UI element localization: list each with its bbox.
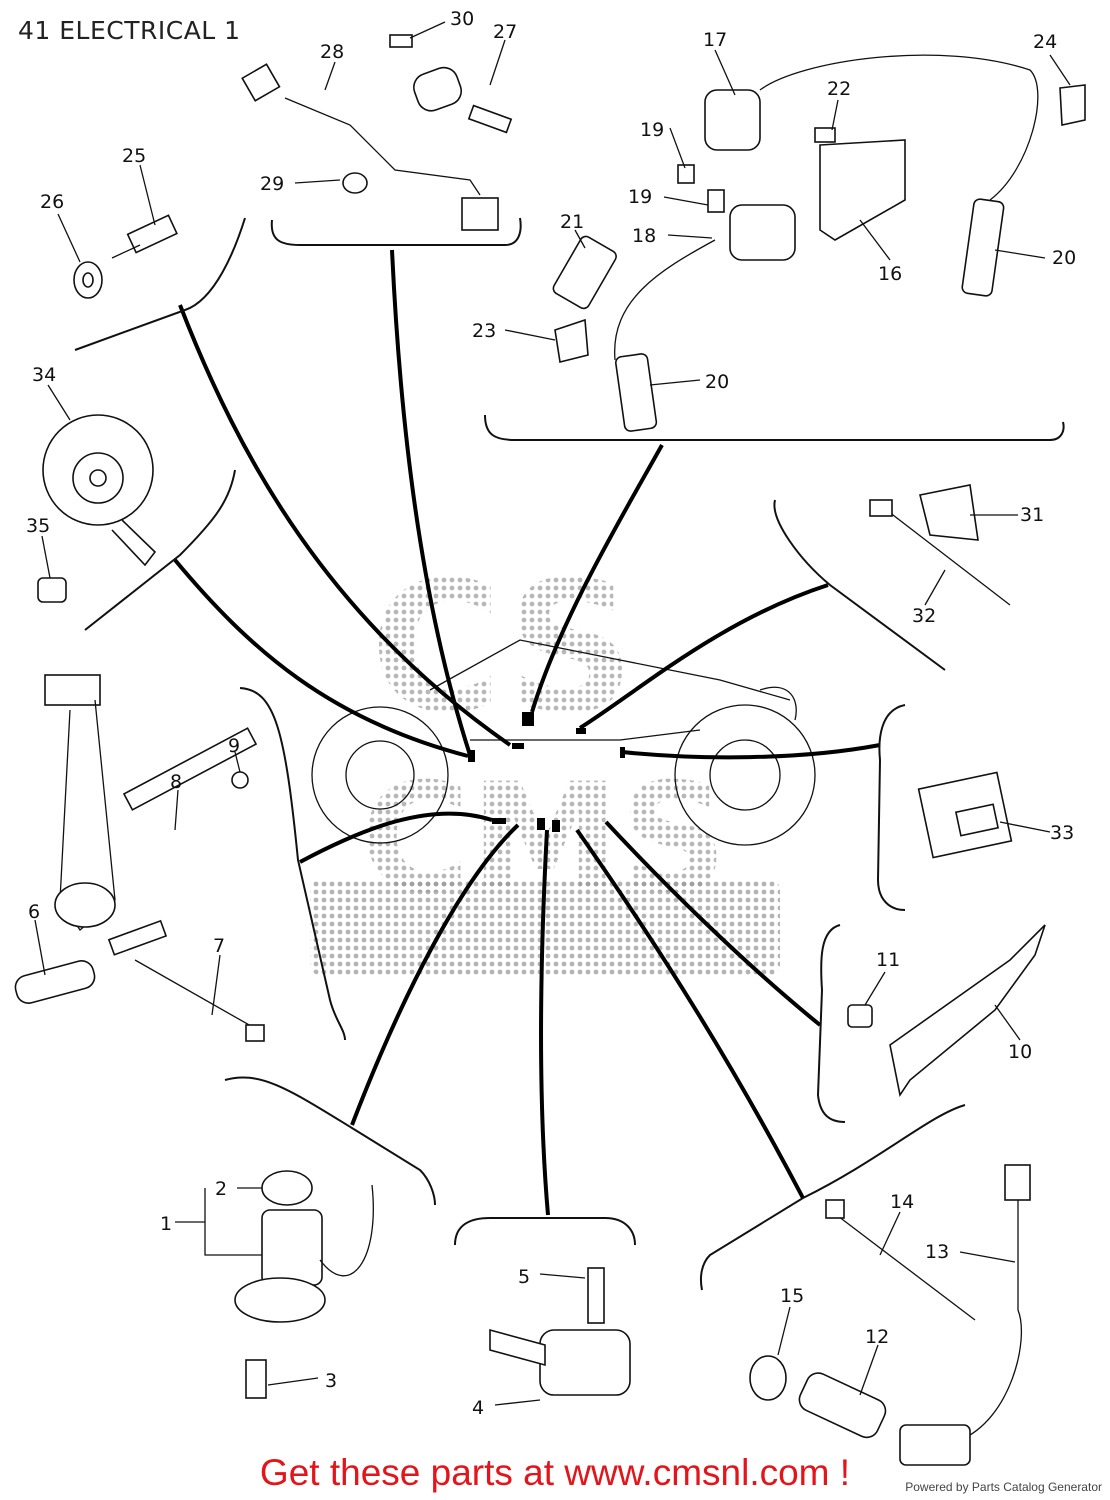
part-sketches [14,34,1086,1466]
callout-4: 4 [472,1397,484,1419]
callout-11: 11 [876,949,900,971]
callout-20a: 20 [1052,247,1076,269]
callout-numbers: 1 2 3 4 5 6 7 8 9 10 11 12 13 14 15 16 1… [26,8,1076,1419]
callout-21: 21 [560,211,584,233]
callout-2: 2 [215,1178,227,1200]
powered-by-credit: Powered by Parts Catalog Generator [905,1480,1102,1494]
callout-15: 15 [780,1285,804,1307]
callout-20b: 20 [705,371,729,393]
callout-33: 33 [1050,822,1074,844]
callout-12: 12 [865,1326,889,1348]
callout-31: 31 [1020,504,1044,526]
svg-text:CS: CS [370,544,635,753]
callout-19a: 19 [640,119,664,141]
callout-19b: 19 [628,186,652,208]
motorcycle-watermark: CS CMS [310,544,816,975]
callout-5: 5 [518,1266,530,1288]
callout-3: 3 [325,1370,337,1392]
callout-16: 16 [878,263,902,285]
callout-23: 23 [472,320,496,342]
callout-1: 1 [160,1213,172,1235]
callout-32: 32 [912,605,936,627]
callout-25: 25 [122,145,146,167]
callout-18: 18 [632,225,656,247]
page-title: 41 ELECTRICAL 1 [18,16,241,45]
callout-10: 10 [1008,1041,1032,1063]
callout-8: 8 [170,771,182,793]
callout-29: 29 [260,173,284,195]
get-parts-link[interactable]: Get these parts at www.cmsnl.com ! [259,1452,851,1493]
leader-wires [173,249,881,1216]
callout-13: 13 [925,1241,949,1263]
callout-17: 17 [703,29,727,51]
callout-6: 6 [28,901,40,923]
callout-7: 7 [213,935,225,957]
callout-14: 14 [890,1191,914,1213]
callout-27: 27 [493,21,517,43]
group-brackets [74,217,1065,1291]
callout-9: 9 [228,735,240,757]
callout-28: 28 [320,41,344,63]
callout-34: 34 [32,364,56,386]
callout-leaders [34,21,1071,1406]
callout-22: 22 [827,78,851,100]
callout-35: 35 [26,515,50,537]
callout-26: 26 [40,191,64,213]
callout-24: 24 [1033,31,1057,53]
callout-30: 30 [450,8,474,30]
